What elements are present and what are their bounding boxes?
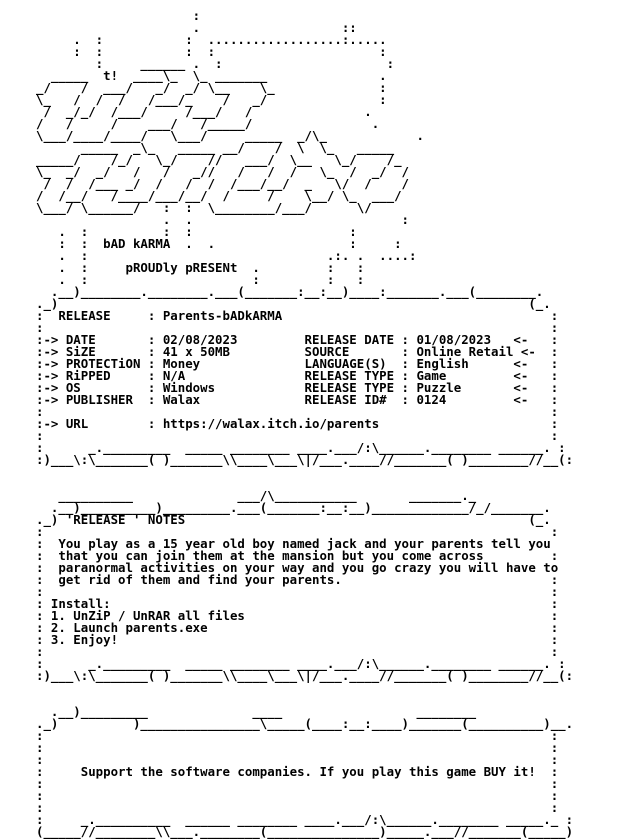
nfo-text: : . :: . : : ..................:..... : … [36, 8, 574, 839]
